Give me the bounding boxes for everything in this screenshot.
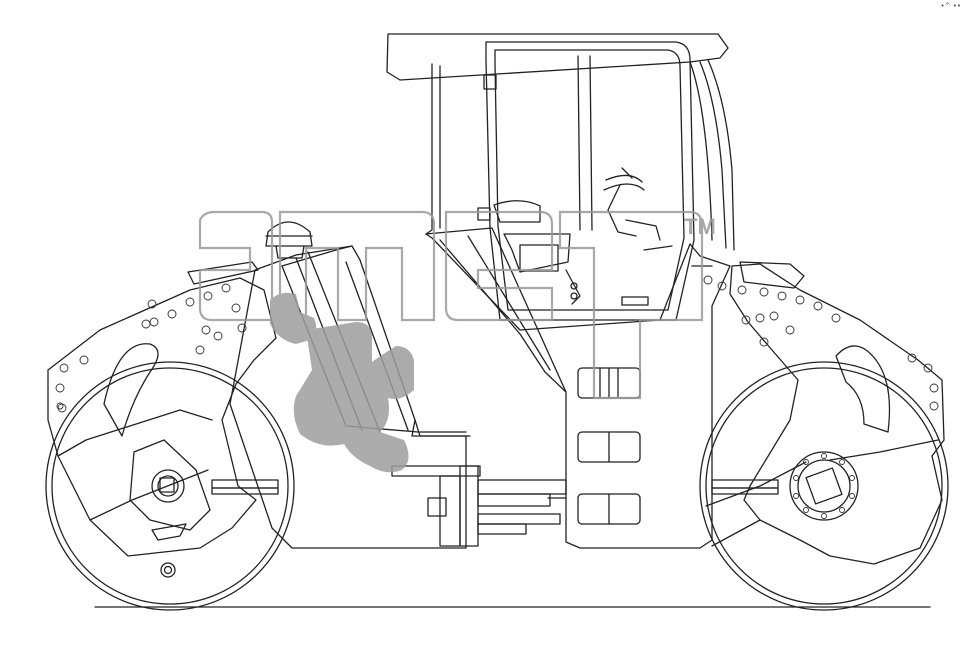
rear-drum-assembly [45,261,295,611]
front-frame-bolts [703,275,939,411]
cab-door-frame [485,41,695,321]
corner-mark: •^ •• [940,2,961,10]
rear-drum-frame [47,277,277,557]
rear-drive-plate [129,439,211,531]
front-drum-frame [729,263,945,565]
rear-frame-bolts [55,283,247,413]
cab-roof [386,33,729,81]
steering-column [607,184,637,237]
rear-drum [45,361,295,611]
operator-seat [493,200,541,223]
center-chassis [425,227,731,549]
front-drum-hub [789,451,859,521]
front-drum-assembly [691,261,949,611]
articulation-joint [459,465,479,547]
front-drum [699,361,949,611]
operator-cab [386,33,735,321]
air-intake-cap [265,221,313,247]
watermark: TM [198,210,716,473]
rear-drum-plug [160,562,176,578]
watermark-trademark: TM [684,214,716,239]
